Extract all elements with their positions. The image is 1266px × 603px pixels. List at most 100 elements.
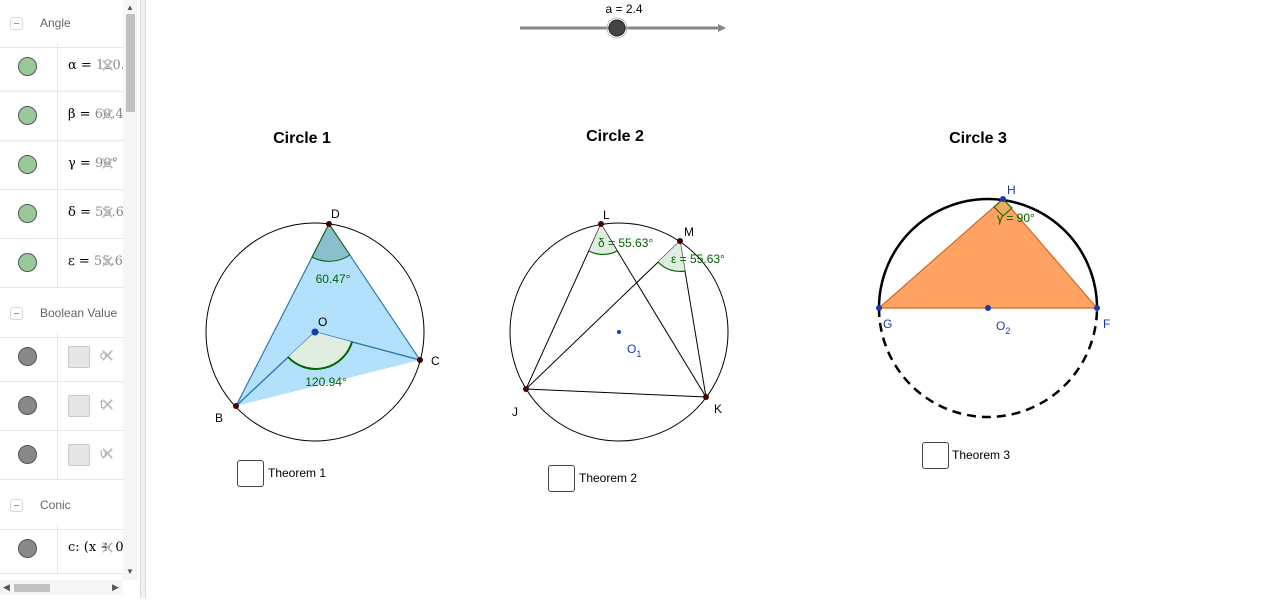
visibility-toggle-icon[interactable] [18, 106, 37, 125]
delete-icon[interactable]: ✕ [100, 346, 116, 366]
label-K: K [714, 402, 722, 416]
algebra-row-conic-c[interactable]: c: (x + 0 ✕ [0, 525, 123, 574]
visibility-toggle-icon[interactable] [18, 155, 37, 174]
algebra-row-beta[interactable]: β = 60.47 ✕ [0, 92, 123, 141]
algebra-definition[interactable]: γ = 90° [68, 156, 118, 171]
visibility-toggle-icon[interactable] [18, 445, 37, 464]
boolean-checkbox[interactable] [68, 395, 90, 417]
collapse-icon[interactable] [10, 307, 23, 320]
label-M: M [684, 225, 694, 239]
algebra-definition[interactable]: c: (x + 0 [68, 540, 123, 555]
delete-icon[interactable]: ✕ [100, 105, 116, 125]
point-O1[interactable] [617, 330, 621, 334]
visibility-toggle-icon[interactable] [18, 347, 37, 366]
delete-icon[interactable]: ✕ [100, 444, 116, 464]
graphics-canvas[interactable]: a = 2.4 Circle 1 Circle 2 Circle 3 60.47… [146, 0, 1266, 598]
algebra-definition[interactable]: ε = 55.63 [68, 254, 123, 269]
visibility-toggle-icon[interactable] [18, 539, 37, 558]
point-H[interactable] [1000, 196, 1006, 202]
segment-JK[interactable] [525, 388, 707, 398]
angle-central-arc[interactable] [287, 341, 353, 370]
theorem1-label[interactable]: Theorem 1 [268, 466, 327, 480]
angle-delta-arc[interactable] [588, 250, 618, 255]
semicircle-lower-dashed[interactable] [877, 307, 1099, 419]
algebra-definition[interactable]: δ = 55.63 [68, 205, 123, 220]
point-M[interactable] [677, 238, 683, 244]
circle1[interactable] [205, 222, 425, 442]
delete-icon[interactable]: ✕ [100, 538, 116, 558]
algebra-row-boolean-o[interactable]: o ✕ [0, 333, 123, 382]
scroll-left-icon[interactable]: ◀ [3, 582, 10, 592]
theorem1-checkbox[interactable] [237, 460, 264, 487]
semicircle-upper[interactable] [877, 197, 1099, 309]
visibility-toggle-icon[interactable] [18, 253, 37, 272]
label-O: O [318, 315, 327, 329]
angle-epsilon-label: ε = 55.63° [671, 252, 725, 266]
row-separator [57, 92, 58, 141]
right-angle-marker[interactable] [993, 198, 1013, 217]
graphics-view[interactable]: a = 2.4 Circle 1 Circle 2 Circle 3 60.47… [146, 0, 1266, 598]
category-boolean[interactable]: Boolean Value [0, 290, 123, 338]
scroll-down-icon[interactable]: ▼ [126, 567, 134, 576]
boolean-checkbox[interactable] [68, 444, 90, 466]
algebra-row-alpha[interactable]: α = 120.9 ✕ [0, 43, 123, 92]
slider-handle[interactable] [608, 19, 626, 37]
point-O2[interactable] [985, 305, 991, 311]
slider-a[interactable]: a = 2.4 [520, 2, 726, 39]
row-separator [57, 382, 58, 431]
segment-LJ[interactable] [525, 223, 602, 390]
category-conic[interactable]: Conic [0, 482, 123, 530]
point-G[interactable] [876, 305, 882, 311]
visibility-toggle-icon[interactable] [18, 57, 37, 76]
point-K[interactable] [703, 394, 709, 400]
point-L[interactable] [598, 221, 604, 227]
visibility-toggle-icon[interactable] [18, 396, 37, 415]
circle1-figure[interactable]: 60.47° 120.94° D B C O [205, 207, 440, 442]
point-D[interactable] [326, 221, 332, 227]
triangle3[interactable] [877, 198, 1099, 309]
segment-MJ[interactable] [525, 240, 681, 390]
point-B[interactable] [233, 403, 239, 409]
scroll-right-icon[interactable]: ▶ [112, 582, 119, 592]
scroll-up-icon[interactable]: ▲ [126, 3, 134, 12]
algebra-row-epsilon[interactable]: ε = 55.63 ✕ [0, 239, 123, 288]
algebra-definition[interactable]: α = 120.9 [68, 58, 123, 73]
theorem3-label[interactable]: Theorem 3 [952, 448, 1011, 462]
slider-label: a = 2.4 [605, 2, 642, 16]
segment-OC[interactable] [314, 331, 421, 361]
theorem2-checkbox[interactable] [548, 465, 575, 492]
algebra-row-boolean-t[interactable]: t ✕ [0, 382, 123, 431]
angle-inscribed-arc[interactable] [311, 223, 351, 262]
row-separator [57, 43, 58, 92]
collapse-icon[interactable] [10, 499, 23, 512]
boolean-checkbox[interactable] [68, 346, 90, 368]
circle3-figure[interactable]: γ = 90° H G F O2 [876, 183, 1110, 419]
horizontal-scrollbar[interactable]: ◀ ▶ [0, 580, 123, 595]
delete-icon[interactable]: ✕ [100, 56, 116, 76]
point-J[interactable] [523, 386, 529, 392]
algebra-row-gamma[interactable]: γ = 90° ✕ [0, 141, 123, 190]
circle2-figure[interactable]: δ = 55.63° ε = 55.63° L M J K O1 [509, 208, 729, 442]
angle-epsilon-arc[interactable] [657, 261, 686, 273]
circle2[interactable] [509, 222, 729, 442]
point-O[interactable] [311, 328, 319, 336]
algebra-definition[interactable]: β = 60.47 [68, 107, 123, 122]
point-C[interactable] [417, 357, 423, 363]
point-F[interactable] [1094, 305, 1100, 311]
delete-icon[interactable]: ✕ [100, 395, 116, 415]
vertical-scrollbar[interactable]: ▲ ▼ [123, 0, 138, 580]
theorem3-checkbox[interactable] [922, 442, 949, 469]
delete-icon[interactable]: ✕ [100, 252, 116, 272]
algebra-row-delta[interactable]: δ = 55.63 ✕ [0, 190, 123, 239]
algebra-row-boolean-u[interactable]: u ✕ [0, 431, 123, 480]
category-angle[interactable]: Angle [0, 0, 123, 48]
delete-icon[interactable]: ✕ [100, 154, 116, 174]
scrollbar-thumb[interactable] [14, 584, 50, 592]
delete-icon[interactable]: ✕ [100, 203, 116, 223]
theorem2-label[interactable]: Theorem 2 [579, 471, 638, 485]
segment-LK[interactable] [600, 223, 707, 398]
collapse-icon[interactable] [10, 17, 23, 30]
visibility-toggle-icon[interactable] [18, 204, 37, 223]
view-divider[interactable] [140, 0, 146, 598]
scrollbar-thumb[interactable] [126, 14, 135, 112]
